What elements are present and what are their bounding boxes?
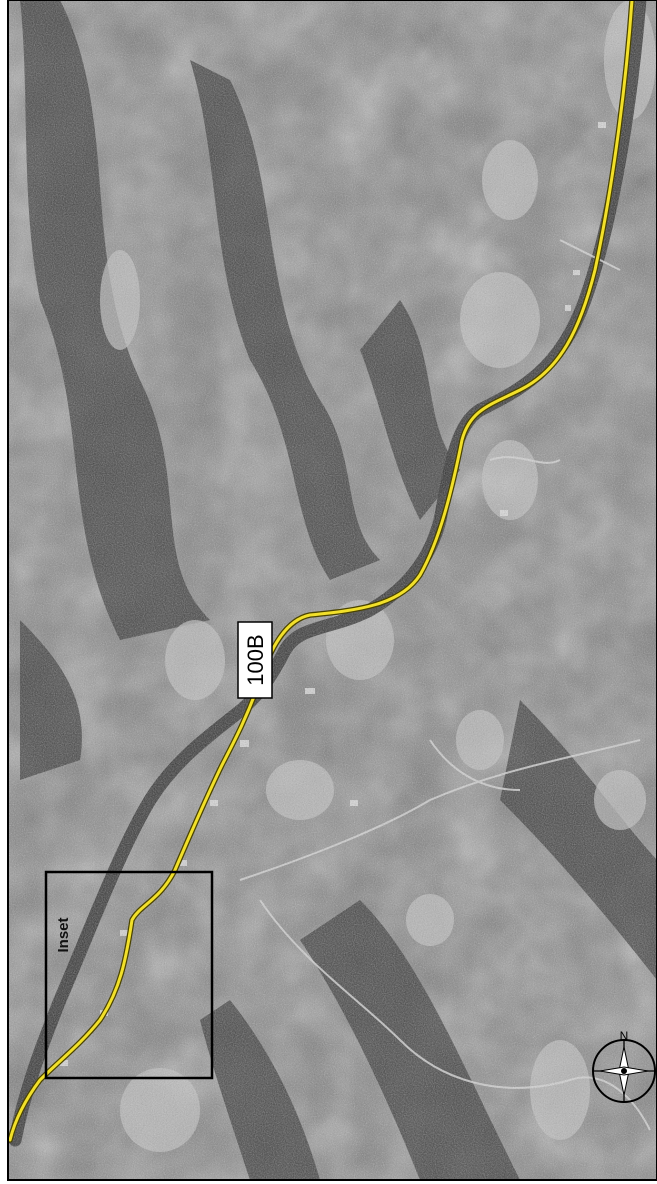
- map-frame: [7, 0, 657, 1181]
- route-label: 100B: [237, 621, 273, 699]
- route-label-text: 100B: [243, 634, 268, 685]
- inset-label: Inset: [55, 917, 72, 952]
- north-label: N: [620, 1029, 629, 1043]
- north-arrow-icon: [592, 1039, 656, 1103]
- highway-route-fill: [8, 0, 634, 1142]
- inset-frame: [44, 870, 214, 1080]
- grain-overlay: [8, 0, 657, 1180]
